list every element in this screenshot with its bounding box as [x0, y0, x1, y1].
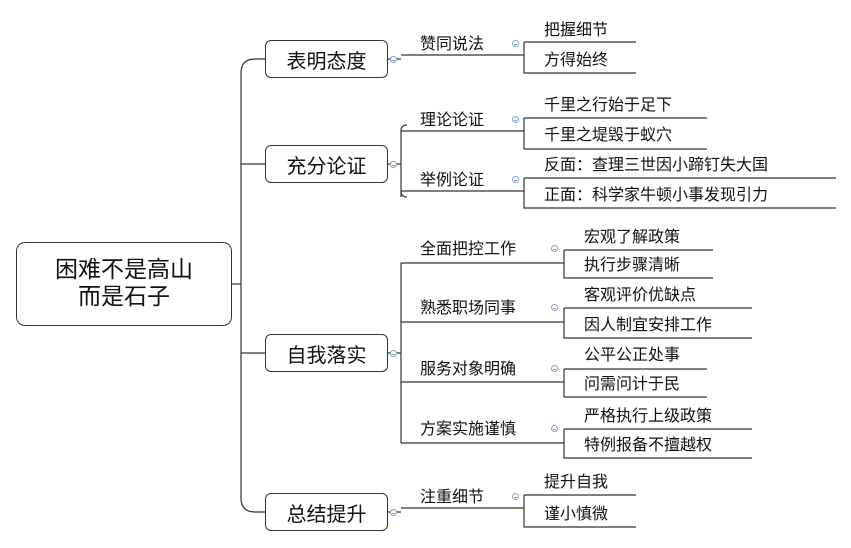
subtopic-label[interactable]: 赞同说法: [420, 34, 485, 53]
subtopic-label[interactable]: 注重细节: [420, 487, 485, 506]
leaf-topic[interactable]: 反面：查理三世因小蹄钉失大国: [544, 155, 769, 174]
leaf-topic[interactable]: 谨小慎微: [544, 504, 609, 523]
collapse-toggle-icon[interactable]: [390, 350, 397, 357]
collapse-toggle-icon[interactable]: [551, 245, 558, 252]
root-topic-line2: 而是石子: [78, 284, 170, 310]
collapse-toggle-icon[interactable]: [512, 116, 519, 123]
subtopic-label[interactable]: 全面把控工作: [420, 239, 517, 258]
leaf-topic[interactable]: 严格执行上级政策: [584, 406, 713, 425]
leaf-topic[interactable]: 公平公正处事: [584, 345, 681, 364]
subtopic-label[interactable]: 方案实施谨慎: [420, 419, 517, 438]
topic-zongjie-tisheng[interactable]: 总结提升: [265, 493, 388, 531]
leaf-topic[interactable]: 执行步骤清晰: [584, 255, 681, 274]
topic-chongfen-lunzheng[interactable]: 充分论证: [265, 145, 388, 183]
collapse-toggle-icon[interactable]: [390, 56, 397, 63]
topic-ziwo-luoshi[interactable]: 自我落实: [265, 334, 388, 372]
leaf-topic[interactable]: 特例报备不擅越权: [584, 435, 713, 454]
subtopic-label[interactable]: 理论论证: [420, 110, 485, 129]
leaf-topic[interactable]: 正面：科学家牛顿小事发现引力: [544, 185, 769, 204]
leaf-topic[interactable]: 把握细节: [544, 20, 609, 39]
leaf-topic[interactable]: 千里之堤毁于蚁穴: [544, 125, 673, 144]
subtopic-label[interactable]: 服务对象明确: [420, 359, 517, 378]
leaf-topic[interactable]: 千里之行始于足下: [544, 95, 673, 114]
topic-biaoming-taidu[interactable]: 表明态度: [265, 40, 388, 78]
leaf-topic[interactable]: 问需问计于民: [584, 374, 681, 393]
subtopic-label[interactable]: 举例论证: [420, 170, 485, 189]
leaf-topic[interactable]: 因人制宜安排工作: [584, 315, 713, 334]
collapse-toggle-icon[interactable]: [390, 161, 397, 168]
collapse-toggle-icon[interactable]: [390, 509, 397, 516]
collapse-toggle-icon[interactable]: [551, 425, 558, 432]
collapse-toggle-icon[interactable]: [551, 304, 558, 311]
subtopic-label[interactable]: 熟悉职场同事: [420, 298, 517, 317]
collapse-toggle-icon[interactable]: [512, 40, 519, 47]
leaf-topic[interactable]: 客观评价优缺点: [584, 285, 697, 304]
collapse-toggle-icon[interactable]: [512, 493, 519, 500]
leaf-topic[interactable]: 方得始终: [544, 50, 609, 69]
root-topic-line1: 困难不是高山: [55, 257, 193, 283]
collapse-toggle-icon[interactable]: [512, 176, 519, 183]
root-topic[interactable]: 困难不是高山 而是石子: [16, 242, 232, 326]
leaf-topic[interactable]: 提升自我: [544, 472, 609, 491]
leaf-topic[interactable]: 宏观了解政策: [584, 227, 681, 246]
collapse-toggle-icon[interactable]: [551, 365, 558, 372]
